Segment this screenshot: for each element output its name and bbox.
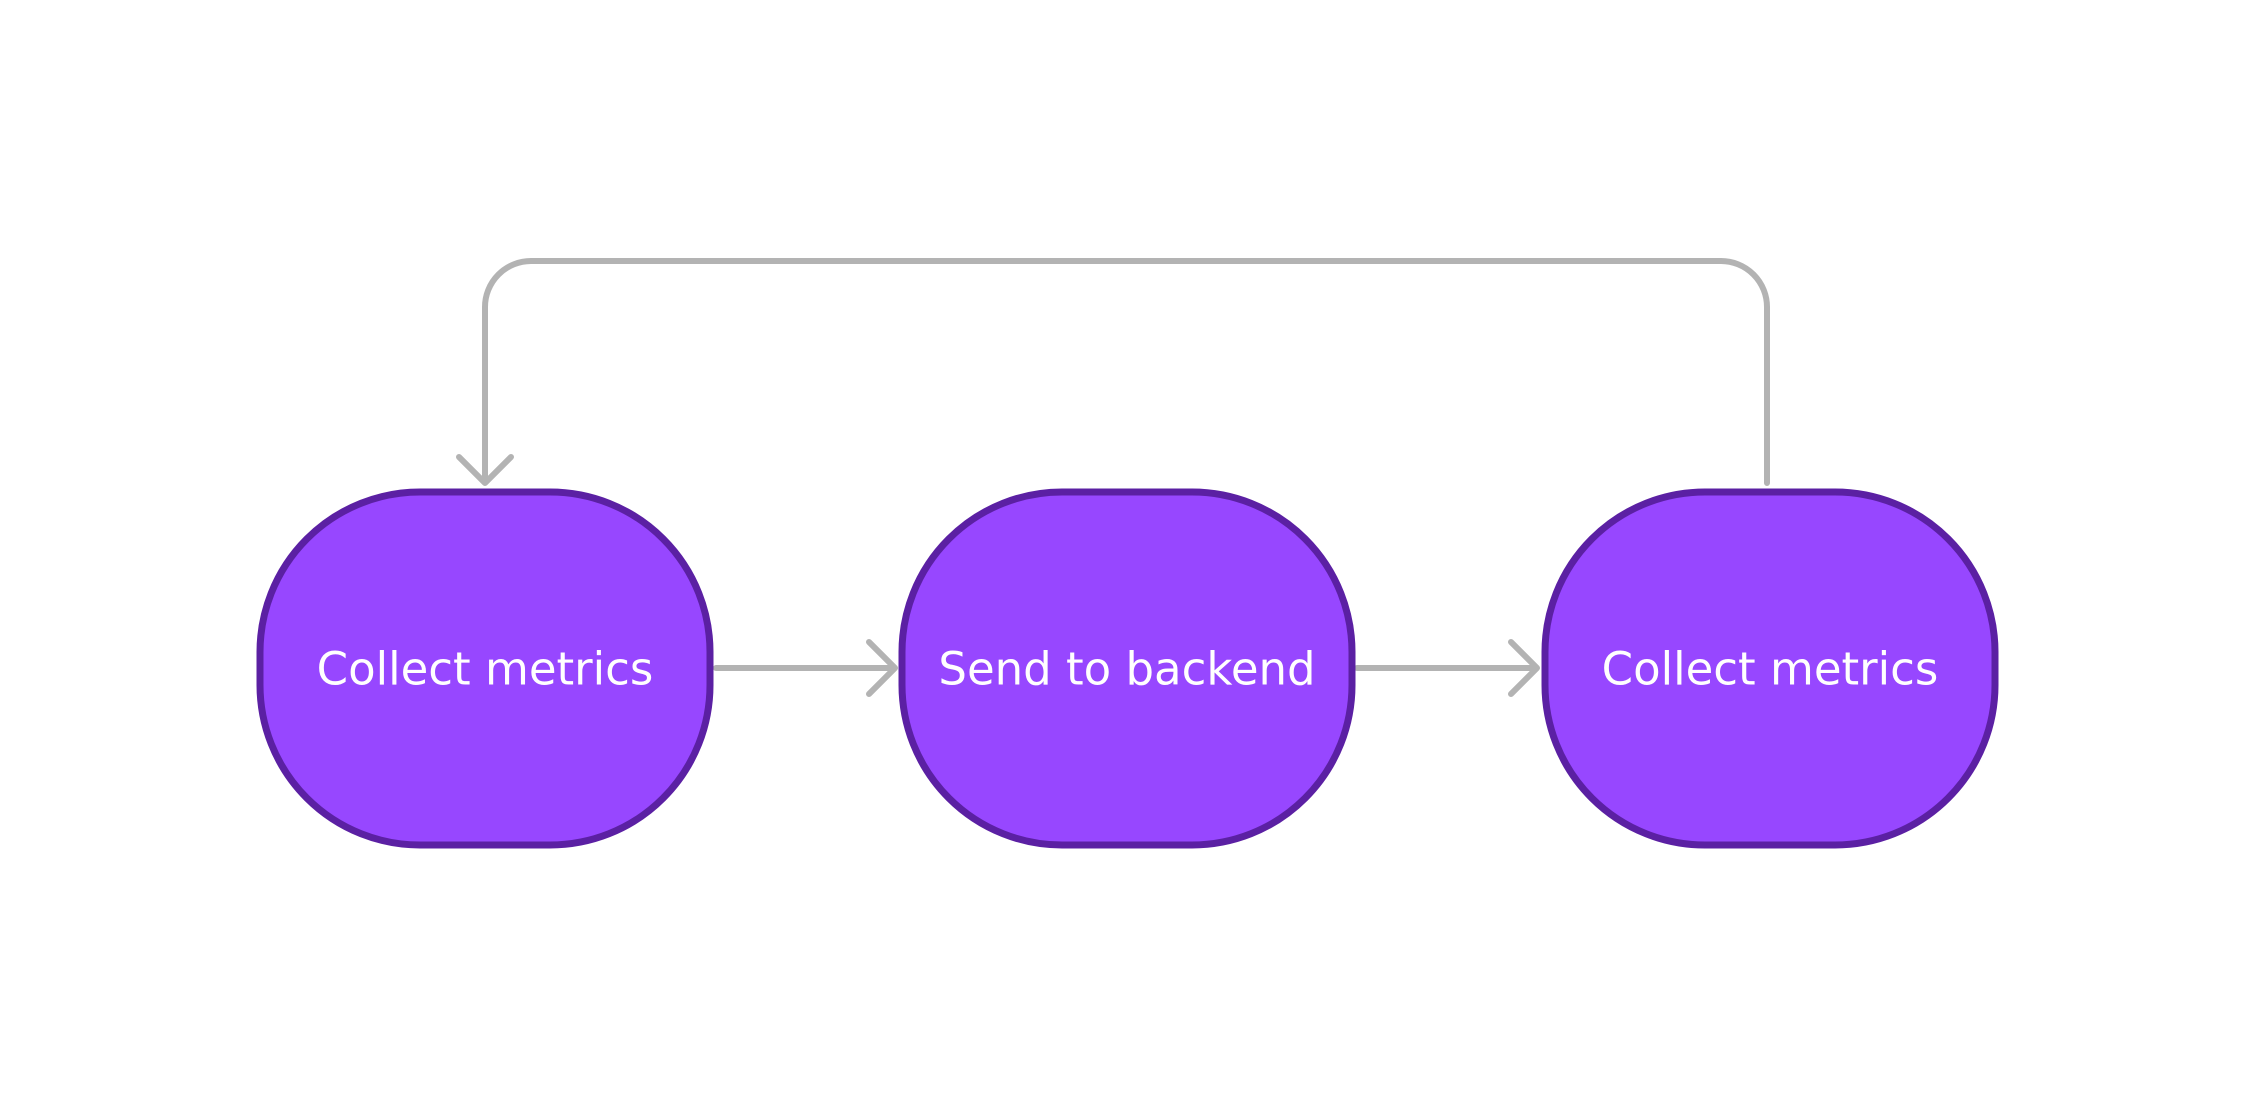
edge-loop-back-arrowhead-icon (456, 454, 514, 486)
node-collect-metrics-1-label: Collect metrics (317, 643, 654, 696)
node-send-to-backend[interactable]: Send to backend (898, 488, 1356, 849)
edge-loop-back-line (482, 258, 1770, 486)
node-send-to-backend-shape (898, 488, 1356, 849)
node-collect-metrics-1-shape (256, 488, 714, 849)
edge-send-to-collect-arrowhead-icon (1508, 639, 1540, 697)
node-collect-metrics-2[interactable]: Collect metrics (1541, 488, 1999, 849)
nodes: Collect metrics Send to backend Collect … (256, 488, 1999, 849)
edge-collect-to-send-arrowhead-icon (866, 639, 898, 697)
edge-collect-to-send (713, 639, 898, 697)
edge-loop-back (456, 258, 1770, 486)
node-send-to-backend-label: Send to backend (938, 643, 1315, 696)
edges (456, 258, 1770, 697)
edge-send-to-collect (1354, 639, 1540, 697)
node-collect-metrics-2-label: Collect metrics (1602, 643, 1939, 696)
node-collect-metrics-1[interactable]: Collect metrics (256, 488, 714, 849)
node-collect-metrics-2-shape (1541, 488, 1999, 849)
